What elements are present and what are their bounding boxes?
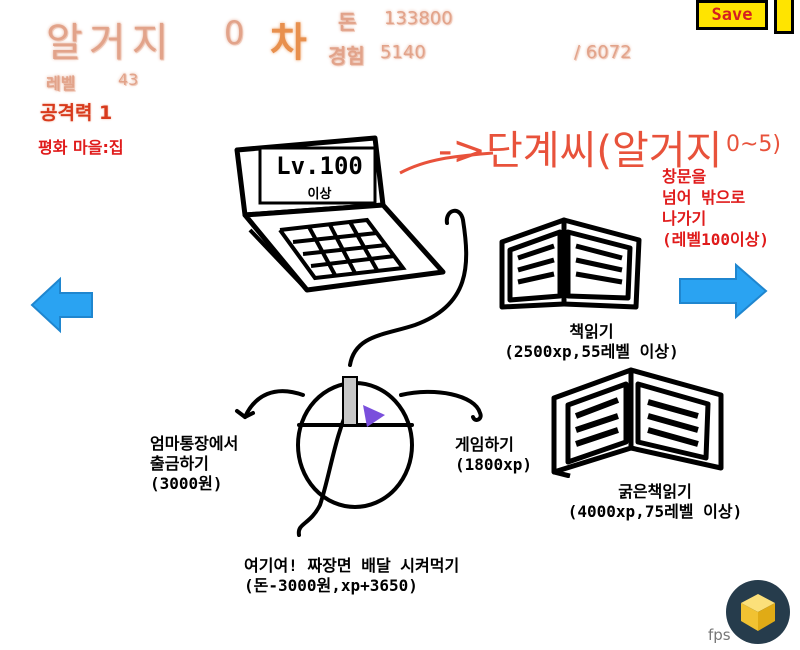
stage-arrow-line: [399, 151, 494, 175]
food-option-name: 여기여! 짜장면 배달 시켜먹기: [244, 556, 460, 575]
level-label: 레벨: [46, 74, 76, 93]
save-button-edge: [774, 0, 794, 34]
attack-power: 공격력 1: [40, 102, 113, 124]
game-option-name: 게임하기: [455, 435, 514, 454]
mom-option[interactable]: 엄마통장에서 출금하기 (3000원): [150, 434, 238, 494]
book-option[interactable]: 책읽기 (2500xp,55레벨 이상): [484, 322, 699, 362]
mom-option-line-2: 출금하기: [150, 454, 209, 473]
laptop-screen-title: Lv.100: [276, 152, 363, 180]
window-option-line-4: (레벨100이상): [662, 230, 770, 249]
exp-value: 5140: [380, 42, 426, 63]
stage-range: 0~5): [726, 132, 782, 157]
food-option[interactable]: 여기여! 짜장면 배달 시켜먹기 (돈-3000원,xp+3650): [244, 556, 459, 596]
exp-max: / 6072: [574, 42, 632, 63]
fps-label: fps: [708, 626, 731, 644]
thick-book-option-name: 굵은책읽기: [618, 482, 692, 501]
cube-icon: [741, 594, 775, 631]
rank-text: 차: [270, 20, 307, 66]
thick-book-option[interactable]: 굵은책읽기 (4000xp,75레벨 이상): [545, 482, 765, 522]
thick-book-icon[interactable]: [546, 360, 731, 478]
window-option-line-3: 나가기: [662, 209, 707, 228]
money-label: 돈: [338, 10, 357, 34]
level-value: 43: [118, 70, 139, 89]
stage-note: ->단계씨(알거지: [438, 128, 723, 174]
window-option[interactable]: 창문을 넘어 밖으로 나가기 (레벨100이상): [662, 166, 769, 250]
location-label: 평화 마을:집: [38, 138, 124, 157]
menu-button[interactable]: [726, 580, 790, 644]
exp-label: 경험: [328, 44, 365, 68]
title-number: 0: [224, 14, 245, 52]
mom-option-line-3: (3000원): [150, 474, 223, 493]
left-arrow-icon[interactable]: [30, 276, 94, 334]
right-arrow-icon[interactable]: [678, 262, 768, 320]
thick-book-option-cost: (4000xp,75레벨 이상): [567, 502, 743, 521]
game-option[interactable]: 게임하기 (1800xp): [455, 435, 532, 475]
book-option-name: 책읽기: [569, 322, 614, 341]
laptop-icon[interactable]: [225, 130, 450, 295]
food-option-cost: (돈-3000원,xp+3650): [244, 576, 418, 595]
window-option-line-1: 창문을: [662, 167, 707, 186]
window-option-line-2: 넘어 밖으로: [662, 188, 746, 207]
game-option-cost: (1800xp): [455, 455, 533, 474]
mouse-icon[interactable]: [225, 205, 505, 545]
money-value: 133800: [384, 8, 453, 29]
laptop-screen-subtitle: 이상: [307, 187, 332, 202]
character-title: 알거지: [46, 20, 175, 66]
book-option-cost: (2500xp,55레벨 이상): [504, 342, 679, 361]
save-button[interactable]: Save: [696, 0, 768, 30]
mom-option-line-1: 엄마통장에서: [150, 434, 239, 453]
book-icon[interactable]: [494, 212, 644, 312]
